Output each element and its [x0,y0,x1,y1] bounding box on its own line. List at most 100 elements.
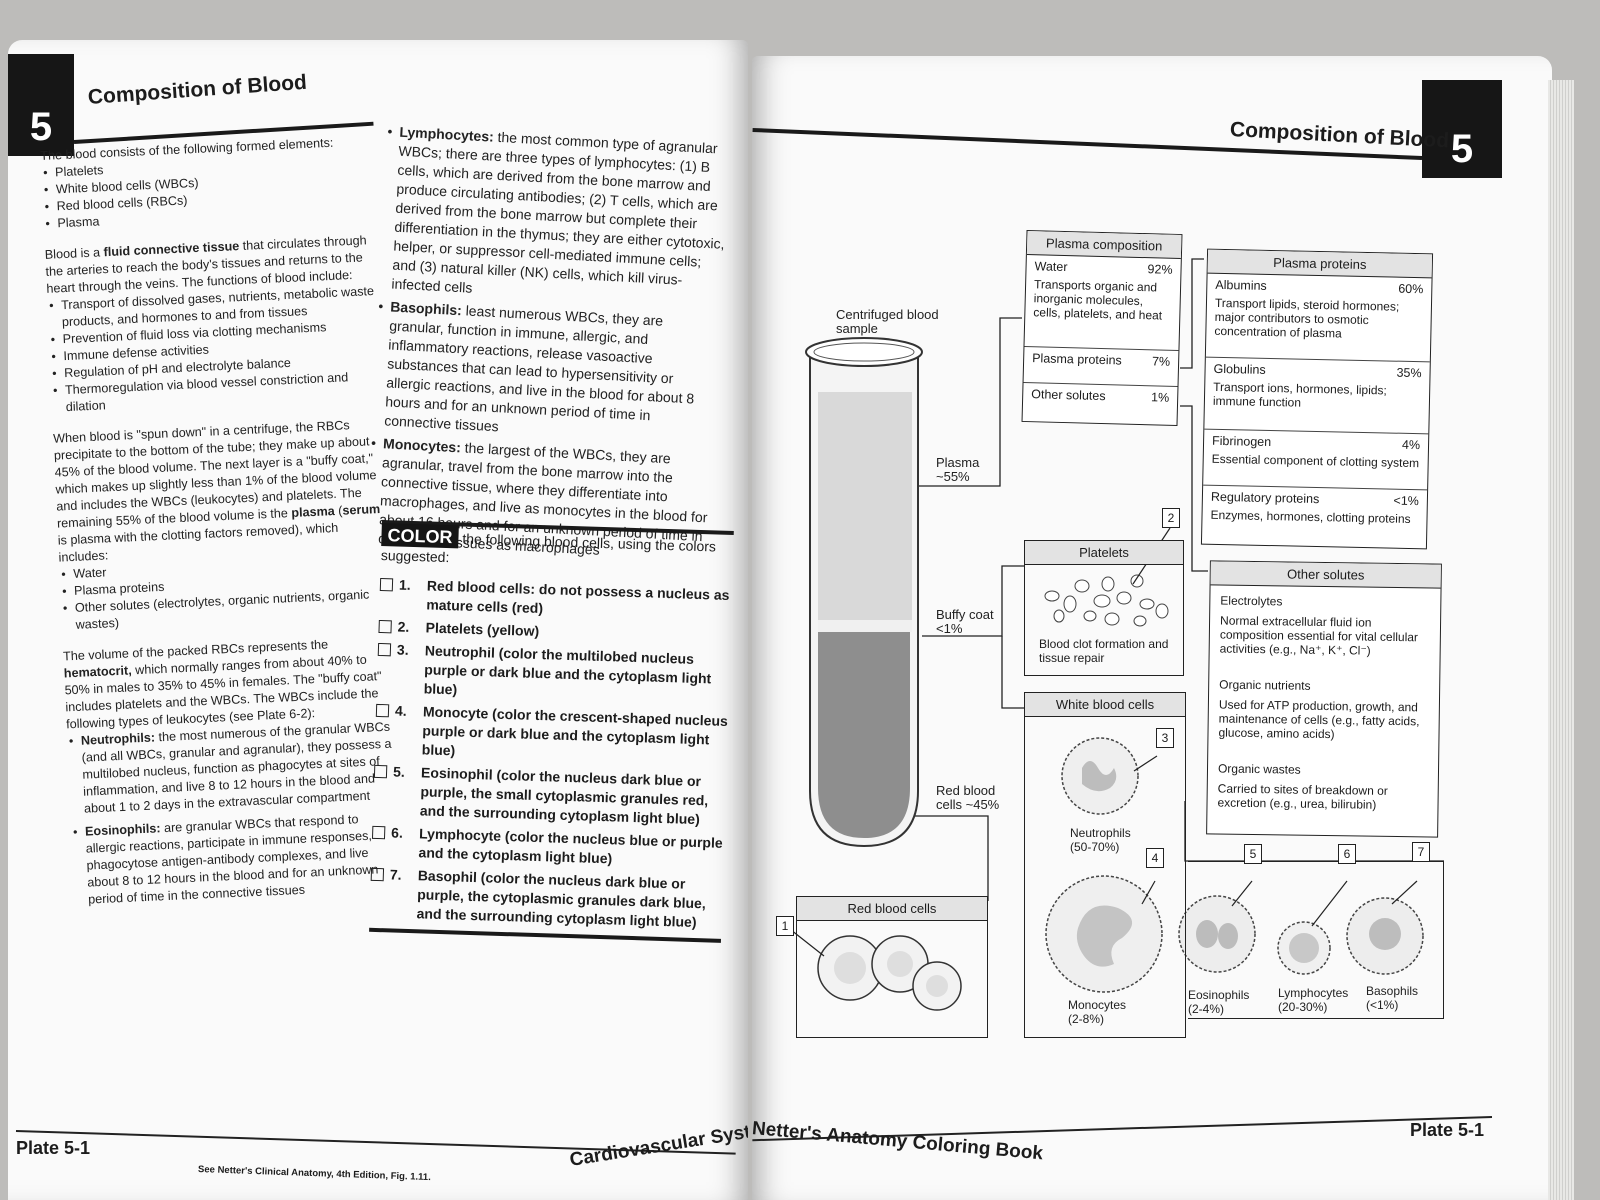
lymphocytes-label: Lymphocytes (20-30%) [1278,986,1349,1014]
wbc-drawings [1045,737,1424,993]
solute-description: Used for ATP production, growth, and mai… [1218,697,1420,742]
definition: least numerous WBCs, they are granular, … [383,302,695,435]
platelet-drawings [1044,574,1169,627]
box-title: Platelets [1025,541,1183,565]
right-footer-plate: Plate 5-1 [1410,1120,1485,1140]
term: Neutrophils: [80,730,156,748]
diagram-lines [785,258,1444,1011]
checklist-item: 7. Basophil (color the nucleus dark blue … [369,865,723,933]
item-number: 4. [394,702,407,719]
buffy-coat-label: Buffy coat <1% [936,607,994,636]
item-text: Basophil (color the nucleus dark blue or… [416,867,707,931]
row-percent: 92% [1147,262,1173,277]
platelets-description: Blood clot formation and tissue repair [1039,637,1169,665]
item-text: Neutrophil (color the multilobed nucleus… [423,642,712,698]
callout-2: 2 [1162,508,1180,528]
left-footer-plate: Plate 5-1 [16,1138,91,1158]
checklist-item: 1. Red blood cells: do not possess a nucl… [379,575,732,624]
item-number: 3. [396,641,409,658]
formed-elements-list: Platelets White blood cells (WBCs) Red b… [41,150,374,233]
item-text: Lymphocyte (color the nucleus blue or pu… [418,825,723,867]
leukocyte-list: Neutrophils: the most numerous of the gr… [67,718,405,909]
test-tube [805,337,923,848]
red-blood-cells-label: Red blood cells ~45% [936,783,1000,812]
text-run-bold: hematocrit, [63,663,132,681]
table-row: Fibrinogen 4% Essential component of clot… [1203,429,1429,491]
checkbox[interactable] [379,577,394,592]
row-name: Regulatory proteins [1210,489,1320,507]
other-solutes-box: Other solutes Electrolytes Normal extrac… [1206,560,1442,838]
row-description: Enzymes, hormones, clotting proteins [1210,507,1411,526]
solute-description: Normal extracellular fluid ion compositi… [1219,613,1419,658]
book-page-edges [1548,80,1574,1200]
row-name: Globulins [1213,361,1266,377]
checkbox[interactable] [377,642,392,657]
item-number: 1. [398,576,411,593]
row-percent: 7% [1151,354,1171,369]
item-number: 2. [397,618,410,635]
list-item: Neutrophils: the most numerous of the gr… [67,718,401,818]
paragraph: The volume of the packed RBCs represents… [63,634,397,734]
checklist-item: 4.Monocyte (color the crescent-shaped nu… [375,701,729,769]
functions-list: Transport of dissolved gases, nutrients,… [47,283,382,417]
checklist-item: 5.Eosinophil (color the nucleus dark blu… [373,762,727,830]
callout-3: 3 [1156,728,1174,748]
platelets-box: Platelets Blood clot formation and tissu… [1024,540,1184,676]
chapter-number-tab-right: 5 [1422,80,1502,178]
solute-name: Organic nutrients [1219,677,1311,693]
monocytes-label: Monocytes (2-8%) [1068,998,1127,1026]
term: Eosinophils: [84,821,161,839]
checklist-item: 3. Neutrophil (color the multilobed nucle… [376,640,730,708]
term: Lymphocytes: [399,123,495,145]
list-item: Lymphocytes: the most common type of agr… [377,122,730,311]
row-name: Plasma proteins [1032,351,1122,368]
solute-description: Carried to sites of breakdown or excreti… [1217,781,1388,812]
checklist-item: 6. Lymphocyte (color the nucleus blue or … [371,823,724,872]
callout-7: 7 [1412,842,1430,862]
color-checklist: 1. Red blood cells: do not possess a nucl… [369,575,732,933]
list-item: Basophils: least numerous WBCs, they are… [370,297,721,448]
leukocyte-list-continued: Lymphocytes: the most common type of agr… [364,122,731,565]
left-footer-section: Cardiovascular System [568,1117,748,1171]
left-column-1: The blood consists of the following form… [40,133,404,909]
item-text: Eosinophil (color the nucleus dark blue … [419,764,709,828]
solute-name: Electrolytes [1220,593,1283,609]
item-number: 6. [390,824,404,841]
checkbox[interactable] [375,703,390,718]
checkbox[interactable] [378,619,392,634]
white-blood-cells-box: White blood cells [1024,692,1186,1038]
basophils-label: Basophils (<1%) [1366,984,1419,1012]
term: Monocytes: [382,435,462,456]
left-footer-reference: See Netter's Clinical Anatomy, 4th Editi… [197,1164,432,1184]
box-title: Other solutes [1210,561,1441,589]
solute-name: Organic wastes [1217,761,1301,777]
checkbox[interactable] [373,764,388,779]
definition: the most common type of agranular WBCs; … [391,128,725,296]
row-name: Fibrinogen [1211,433,1272,450]
row-percent: 1% [1150,390,1170,405]
row-percent: 35% [1396,365,1422,381]
row-percent: <1% [1393,493,1420,509]
item-number: 7. [389,866,402,883]
eosinophils-label: Eosinophils (2-4%) [1188,988,1250,1016]
row-description: Essential component of clotting system [1211,451,1420,471]
callout-6: 6 [1338,844,1356,864]
box-title: Red blood cells [797,897,987,921]
callout-5: 5 [1244,844,1262,864]
solutes-content: Electrolytes Normal extracellular fluid … [1207,585,1440,820]
item-text: Red blood cells: do not possess a nucleu… [426,577,730,617]
item-text: Platelets (yellow) [425,619,540,639]
checkbox[interactable] [371,825,386,840]
row-percent: 4% [1401,437,1421,453]
checkbox[interactable] [370,867,385,882]
plasma-list: Water Plasma proteins Other solutes (ele… [59,552,392,635]
red-blood-cells-box: Red blood cells [796,896,988,1038]
left-page: 5 Composition of Blood The blood consist… [8,40,748,1200]
left-column-2: Lymphocytes: the most common type of agr… [364,122,731,565]
